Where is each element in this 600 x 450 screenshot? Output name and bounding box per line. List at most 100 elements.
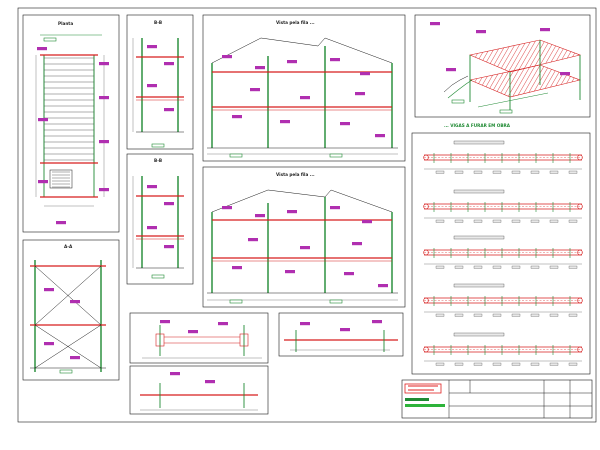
dimension-tag bbox=[164, 202, 174, 206]
beam-dimension-tag bbox=[568, 170, 578, 174]
panel-elevation-upper[interactable]: Vista pela fila ... bbox=[202, 14, 406, 162]
dimension-tag bbox=[430, 22, 440, 26]
elevation-lower-title: Vista pela fila ... bbox=[276, 172, 315, 177]
beam-dimension-tag bbox=[530, 265, 540, 269]
dimension-tag bbox=[222, 55, 232, 59]
dimension-tag bbox=[330, 206, 340, 210]
dimension-tag bbox=[205, 380, 215, 384]
beam-dimension-tag bbox=[568, 362, 578, 366]
dimension-tag bbox=[164, 245, 174, 249]
dimension-tag bbox=[99, 140, 109, 144]
level-tag bbox=[229, 153, 243, 158]
dimension-tag bbox=[56, 221, 66, 225]
beam-dimension-tag bbox=[435, 362, 445, 366]
beam-dimension-tag bbox=[454, 313, 464, 317]
panel-isometric[interactable]: ... VIGAS A FURAR EM OBRA bbox=[414, 14, 591, 128]
panel-section-bb-upper[interactable]: B-B bbox=[126, 14, 194, 150]
dimension-tag bbox=[287, 60, 297, 64]
dimension-tag bbox=[378, 284, 388, 288]
beam-row-title-tag bbox=[453, 140, 505, 145]
level-tag bbox=[499, 109, 513, 114]
dimension-tag bbox=[360, 72, 370, 76]
beam-dimension-tag bbox=[473, 265, 483, 269]
beam-dimension-tag bbox=[549, 313, 559, 317]
level-tag bbox=[43, 37, 57, 42]
panel-beam-details[interactable] bbox=[411, 132, 591, 375]
dimension-tag bbox=[340, 328, 350, 332]
dimension-tag bbox=[218, 322, 228, 326]
panel-section-bb-lower[interactable]: B-B bbox=[126, 153, 194, 285]
beam-row-title-tag bbox=[453, 283, 505, 288]
dimension-tag bbox=[255, 214, 265, 218]
beam-row-title-tag bbox=[453, 189, 505, 194]
level-tag bbox=[229, 299, 243, 304]
beam-dimension-tag bbox=[435, 265, 445, 269]
panel-detail-upper-beams[interactable] bbox=[278, 312, 404, 357]
title-block[interactable] bbox=[401, 379, 593, 419]
planta-title: Planta bbox=[58, 21, 73, 26]
dimension-tag bbox=[280, 120, 290, 124]
dimension-tag bbox=[147, 84, 157, 88]
beam-dimension-tag bbox=[473, 170, 483, 174]
dimension-tag bbox=[344, 272, 354, 276]
beam-dimension-tag bbox=[549, 219, 559, 223]
dimension-tag bbox=[330, 58, 340, 62]
dimension-tag bbox=[147, 226, 157, 230]
beam-dimension-tag bbox=[530, 362, 540, 366]
beam-row-title-tag bbox=[453, 332, 505, 337]
beam-dimension-tag bbox=[568, 265, 578, 269]
dimension-tag bbox=[232, 115, 242, 119]
dimension-tag bbox=[362, 220, 372, 224]
beam-row-title-tag bbox=[453, 235, 505, 240]
dimension-tag bbox=[188, 330, 198, 334]
dimension-tag bbox=[355, 92, 365, 96]
beam-dimension-tag bbox=[511, 265, 521, 269]
isometric-frame bbox=[443, 39, 582, 110]
panel-elevation-lower[interactable]: Vista pela fila ... bbox=[202, 166, 406, 308]
beam-dimension-tag bbox=[549, 265, 559, 269]
beam-dimension-tag bbox=[473, 219, 483, 223]
dimension-tag bbox=[170, 372, 180, 376]
beam-detail-rows bbox=[423, 140, 583, 366]
dimension-tag bbox=[285, 270, 295, 274]
dimension-tag bbox=[164, 108, 174, 112]
level-tag bbox=[151, 143, 165, 148]
dimension-tag bbox=[340, 122, 350, 126]
planta-floor-planks bbox=[44, 57, 94, 161]
dimension-tag bbox=[99, 96, 109, 100]
beam-end-marker bbox=[423, 203, 429, 210]
beam-dimension-tag bbox=[549, 170, 559, 174]
beam-dimension-tag bbox=[454, 265, 464, 269]
dimension-tag bbox=[476, 30, 486, 34]
beam-dimension-tag bbox=[492, 170, 502, 174]
beam-dimension-tag bbox=[549, 362, 559, 366]
dimension-tag bbox=[99, 188, 109, 192]
beam-dimension-tag bbox=[454, 219, 464, 223]
beam-dimension-tag bbox=[492, 265, 502, 269]
beam-dimension-tag bbox=[454, 362, 464, 366]
panel-section-aa[interactable]: A-A bbox=[22, 239, 120, 381]
beam-dimension-tag bbox=[511, 170, 521, 174]
sheet-border bbox=[17, 7, 597, 423]
level-tag bbox=[329, 153, 343, 158]
dimension-tag bbox=[372, 320, 382, 324]
beam-end-marker bbox=[577, 154, 583, 161]
beam-dimension-tag bbox=[435, 313, 445, 317]
panel-detail-lower-beams[interactable] bbox=[129, 365, 269, 415]
dimension-tag bbox=[99, 62, 109, 66]
beam-dimension-tag bbox=[568, 219, 578, 223]
planta-stair bbox=[52, 171, 70, 188]
dimension-tag bbox=[446, 68, 456, 72]
dimension-tags bbox=[37, 22, 570, 384]
dimension-tag bbox=[540, 28, 550, 32]
panel-planta[interactable]: Planta bbox=[22, 14, 120, 233]
beam-dimension-tag bbox=[473, 362, 483, 366]
isometric-caption: ... VIGAS A FURAR EM OBRA bbox=[444, 123, 511, 128]
panel-detail-beam-connection[interactable] bbox=[129, 312, 269, 364]
dimension-tag bbox=[222, 206, 232, 210]
level-tag bbox=[59, 369, 73, 374]
beam-end-marker bbox=[577, 346, 583, 353]
section-bb-lower-title: B-B bbox=[154, 158, 162, 163]
beam-end-marker bbox=[423, 346, 429, 353]
